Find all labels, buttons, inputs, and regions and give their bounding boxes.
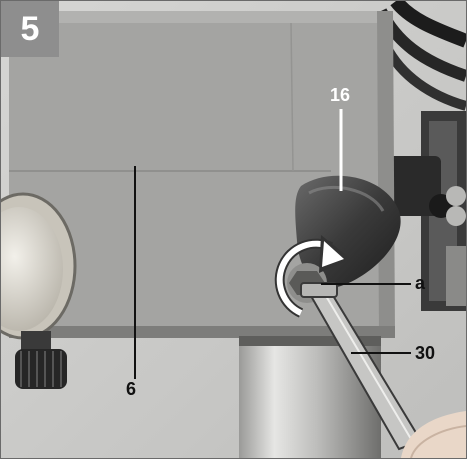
callout-a-label: a	[415, 273, 426, 293]
hand	[401, 411, 466, 458]
side-bracket	[386, 111, 466, 311]
callout-16-label: 16	[330, 85, 351, 105]
left-knob	[1, 192, 77, 389]
rotation-arrow	[274, 235, 351, 318]
callout-6-label: 6	[126, 379, 137, 399]
callout-lines-dark	[134, 166, 411, 379]
allen-key-30	[300, 282, 423, 451]
figure-number-badge: 5	[1, 1, 59, 57]
callout-30-label: 30	[415, 343, 436, 363]
